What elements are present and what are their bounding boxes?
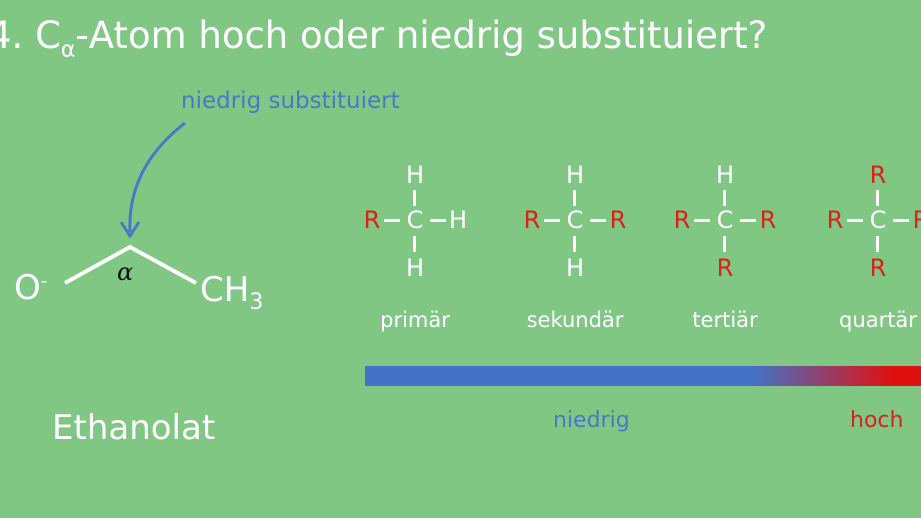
methyl-group: CH3 — [200, 270, 264, 315]
atom-right: R — [913, 206, 921, 234]
bond — [590, 219, 606, 222]
bond — [876, 190, 879, 206]
atom-left: R — [673, 206, 691, 234]
oxygen-atom: O- — [14, 268, 48, 308]
atom-top: H — [715, 161, 735, 189]
bond — [876, 236, 879, 252]
atom-bottom: H — [405, 254, 425, 282]
atom-bottom: R — [716, 254, 734, 282]
atom-center: C — [716, 206, 734, 234]
atom-top: H — [405, 161, 425, 189]
structure-label: sekundär — [526, 308, 624, 332]
atom-center: C — [406, 206, 424, 234]
bond — [847, 219, 863, 222]
atom-bottom: R — [869, 254, 887, 282]
bond — [723, 190, 726, 206]
atom-top: H — [565, 161, 585, 189]
bond — [723, 236, 726, 252]
structure-label: primär — [380, 308, 450, 332]
structure-quartär: CRRRR — [818, 158, 921, 283]
atom-right: H — [448, 206, 468, 234]
structure-label: tertiär — [692, 308, 758, 332]
structure-label: quartär — [839, 308, 917, 332]
atom-right: R — [759, 206, 777, 234]
bond — [573, 190, 576, 206]
molecule-name: Ethanolat — [52, 408, 216, 448]
molecule-drawing — [64, 121, 197, 285]
bond-lines — [64, 244, 197, 285]
atom-center: C — [566, 206, 584, 234]
bond — [573, 236, 576, 252]
annotation-label: niedrig substituiert — [181, 88, 400, 114]
atom-left: R — [826, 206, 844, 234]
scale-low-label: niedrig — [553, 408, 630, 433]
atom-right: R — [609, 206, 627, 234]
atom-left: R — [523, 206, 541, 234]
bond — [694, 219, 710, 222]
atom-left: R — [363, 206, 381, 234]
scale-high-label: hoch — [850, 408, 904, 433]
bond — [740, 219, 756, 222]
alpha-label: α — [117, 258, 134, 286]
bond — [544, 219, 560, 222]
atom-top: R — [869, 161, 887, 189]
bond — [413, 236, 416, 252]
bond — [413, 190, 416, 206]
bond — [384, 219, 400, 222]
atom-center: C — [869, 206, 887, 234]
bond — [893, 219, 909, 222]
bond — [430, 219, 446, 222]
slide-title: 4. Cα-Atom hoch oder niedrig substituier… — [0, 14, 768, 63]
arrow-icon — [128, 121, 186, 233]
substitution-gradient-bar — [365, 366, 921, 386]
atom-bottom: H — [565, 254, 585, 282]
